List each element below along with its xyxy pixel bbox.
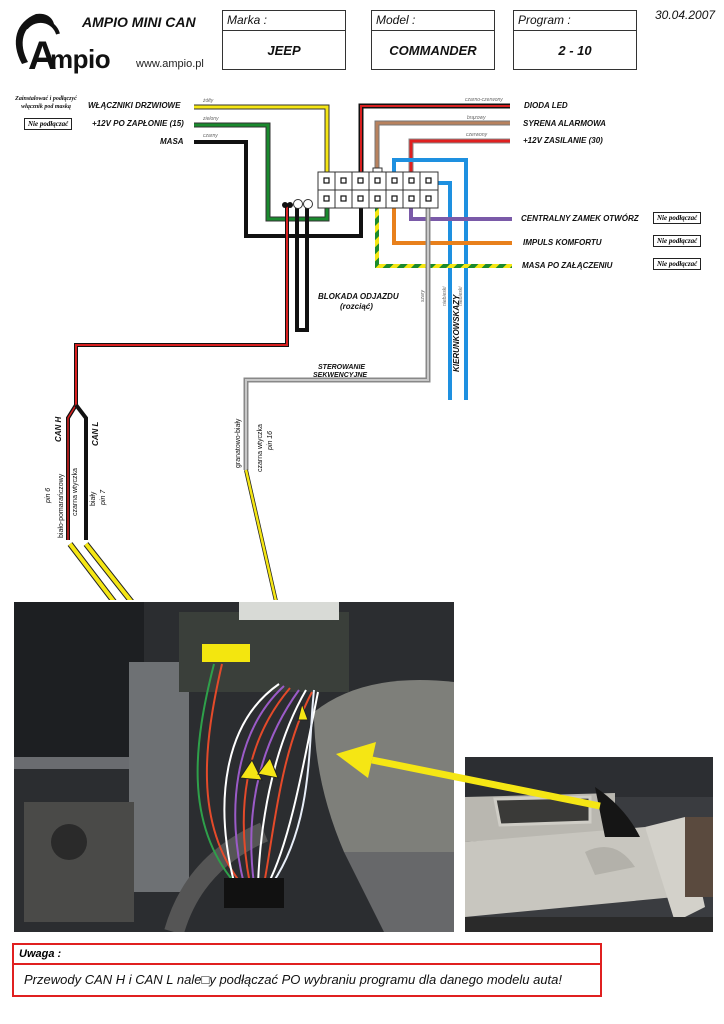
wiring-diagram: [66, 103, 512, 600]
photo-pointer-arrow: [239, 702, 601, 810]
label-door-switches: WŁĄCZNIKI DRZWIOWE: [88, 101, 181, 110]
label-color-grey: szary: [420, 290, 426, 302]
label-ground: MASA: [160, 137, 184, 146]
program-label: Program :: [514, 11, 636, 31]
wire-grey: [243, 198, 431, 470]
label-can-h: CAN H: [54, 416, 63, 442]
program-value: 2 - 10: [558, 42, 592, 58]
label-immobilizer: BLOKADA ODJAZDU: [318, 292, 399, 301]
label-ignition: +12V PO ZAPŁONIE (15): [92, 119, 184, 128]
model-label: Model :: [372, 11, 494, 31]
label-sequential-2: SEKWENCYJNE: [313, 372, 368, 379]
ampio-logo-swoosh-icon: [15, 13, 60, 64]
label-navy-white: granatowo-biały: [235, 418, 242, 468]
wire-can-l: [74, 403, 88, 540]
connector-block: [282, 167, 439, 209]
label-ground-after: MASA PO ZAŁĄCZENIU: [522, 261, 613, 270]
door-switch-note: Zainstalować i podłączyć włącznik pod ma…: [15, 96, 77, 110]
label-power: +12V ZASILANIE (30): [523, 136, 603, 145]
label-turn-signals: KIERUNKOWSKAZY: [452, 294, 461, 372]
warning-title: Uwaga :: [14, 945, 600, 965]
label-color-black-red: czarno-czerwony: [465, 97, 503, 103]
label-color-blue-1: niebieski: [442, 286, 448, 306]
website-url: www.ampio.pl: [136, 58, 204, 70]
label-white-orange: biało-pomarańczowy: [58, 473, 65, 538]
label-led: DIODA LED: [524, 101, 568, 110]
label-black-plug-can: czarna wtyczka: [72, 468, 79, 516]
label-color-green: zielony: [203, 116, 219, 122]
label-color-yellow: żółty: [203, 98, 214, 104]
photo-wiring-harness: [14, 602, 454, 932]
program-box: Program : 2 - 10: [513, 10, 637, 70]
make-value: JEEP: [267, 42, 301, 58]
wire-blokada-loop: [295, 205, 309, 332]
wire-orange: [392, 198, 512, 245]
logo-letter: A: [28, 34, 57, 78]
wire-yellow-green: [375, 198, 512, 268]
not-connect-badge-ground-after: Nie podłączać: [653, 258, 702, 270]
label-color-brown: brązowy: [467, 115, 486, 121]
product-title: AMPIO MINI CAN: [82, 14, 196, 30]
label-can-l: CAN L: [91, 421, 100, 446]
label-white: biały: [90, 491, 97, 506]
label-central-lock: CENTRALNY ZAMEK OTWÓRZ: [521, 214, 639, 223]
label-immobilizer-sub: (rozciąć): [340, 302, 373, 311]
label-sequential-1: STEROWANIE: [318, 364, 366, 371]
not-connect-badge-central-lock: Nie podłączać: [653, 212, 702, 224]
warning-text: Przewody CAN H i CAN L nale□y podłączać …: [24, 972, 563, 987]
label-pin7: pin 7: [100, 489, 107, 505]
pointer-arrows: [67, 469, 278, 600]
wire-black: [194, 140, 363, 238]
not-connect-badge-comfort: Nie podłączać: [653, 235, 702, 247]
warning-box: Uwaga : Przewody CAN H i CAN L nale□y po…: [12, 943, 602, 997]
label-pin16: pin 16: [267, 430, 274, 450]
label-color-black: czarny: [203, 133, 218, 139]
label-pin6: pin 6: [45, 487, 52, 503]
model-value: COMMANDER: [389, 42, 477, 58]
wire-brown: [374, 120, 510, 180]
label-comfort: IMPULS KOMFORTU: [523, 238, 602, 247]
make-box: Marka : JEEP: [222, 10, 346, 70]
label-siren: SYRENA ALARMOWA: [523, 119, 606, 128]
label-color-red: czerwony: [466, 132, 488, 138]
document-date: 30.04.2007: [655, 8, 716, 22]
label-black-plug-seq: czarna wtyczka: [257, 424, 264, 472]
make-label: Marka :: [223, 11, 345, 31]
logo-wordmark: mpio: [50, 44, 111, 74]
model-box: Model : COMMANDER: [371, 10, 495, 70]
not-connect-badge-ignition: Nie podłączać: [24, 118, 73, 130]
wire-blue-1: [392, 158, 468, 400]
